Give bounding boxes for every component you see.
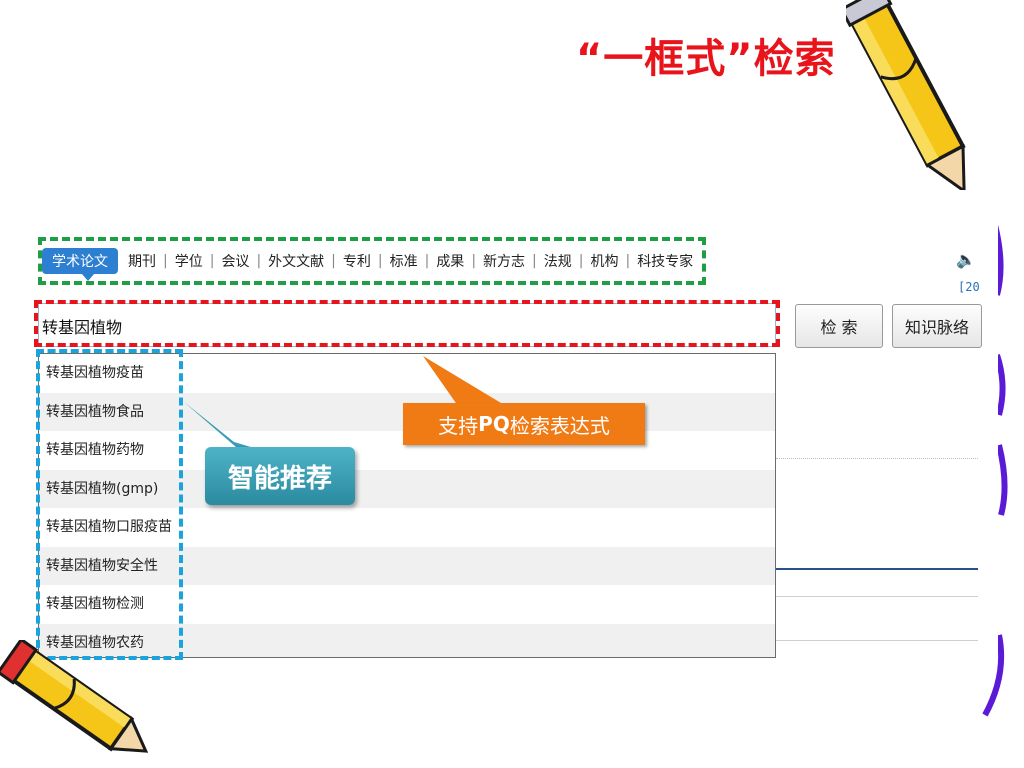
knowledge-network-button[interactable]: 知识脉络 xyxy=(892,304,982,348)
recommend-callout: 智能推荐 xyxy=(205,447,355,505)
tab-separator: | xyxy=(209,253,215,269)
tab-separator: | xyxy=(377,253,383,269)
speaker-icon[interactable]: 🔈 xyxy=(956,250,976,269)
tab-local-chronicles[interactable]: 新方志 xyxy=(483,254,526,270)
tab-separator: | xyxy=(331,253,336,269)
tab-patents[interactable]: 专利 xyxy=(342,254,371,270)
suggestion-item[interactable]: 转基因植物口服疫苗 xyxy=(46,519,172,535)
tab-standards[interactable]: 标准 xyxy=(389,254,418,270)
divider xyxy=(776,596,978,597)
pq-callout-suffix: 检索表达式 xyxy=(509,413,610,438)
tab-separator: | xyxy=(163,253,168,269)
tabs-highlight-frame xyxy=(38,237,706,285)
tab-separator: | xyxy=(424,253,430,269)
tab-experts[interactable]: 科技专家 xyxy=(637,254,694,270)
tab-separator: | xyxy=(256,253,262,269)
tab-degree[interactable]: 学位 xyxy=(174,254,203,270)
suggestion-item[interactable]: 转基因植物检测 xyxy=(46,596,144,612)
pencil-icon xyxy=(0,640,149,753)
tab-conference[interactable]: 会议 xyxy=(221,254,250,270)
pq-callout-prefix: 支持 xyxy=(438,413,479,438)
tab-foreign-literature[interactable]: 外文文献 xyxy=(268,254,325,270)
search-input-value[interactable]: 转基因植物 xyxy=(42,318,123,337)
pq-callout-bold: PQ xyxy=(478,412,510,436)
suggestion-item[interactable]: 转基因植物(gmp) xyxy=(39,469,775,508)
tab-separator: | xyxy=(578,253,584,269)
tab-regulations[interactable]: 法规 xyxy=(543,254,572,270)
divider xyxy=(776,458,978,460)
suggestion-item[interactable]: 转基因植物安全性 xyxy=(39,546,775,585)
search-type-tabs: 学术论文 期刊 | 学位 | 会议 | 外文文献 | 专利 | 标准 | 成果 … xyxy=(42,246,695,281)
tab-achievements[interactable]: 成果 xyxy=(436,254,465,270)
tab-academic-papers[interactable]: 学术论文 xyxy=(42,248,118,281)
suggestion-item[interactable]: 转基因植物疫苗 xyxy=(46,365,144,381)
tab-journals[interactable]: 期刊 xyxy=(128,254,156,270)
search-highlight-frame xyxy=(34,300,780,347)
suggestion-item[interactable]: 转基因植物药物 xyxy=(46,442,144,458)
tab-separator: | xyxy=(532,253,537,269)
slide-title: “一框式”检索 xyxy=(576,36,836,82)
search-button[interactable]: 检 索 xyxy=(795,304,883,348)
tab-separator: | xyxy=(625,253,631,269)
tab-institutions[interactable]: 机构 xyxy=(590,254,619,270)
divider xyxy=(776,640,978,641)
tab-separator: | xyxy=(471,253,477,269)
divider xyxy=(776,568,978,570)
pencil-icon xyxy=(846,0,966,190)
suggestion-item[interactable]: 转基因植物农药 xyxy=(39,623,775,657)
year-fragment: [20 xyxy=(958,280,980,294)
callout-pointer xyxy=(423,356,506,406)
suggestions-highlight-frame xyxy=(36,349,183,660)
